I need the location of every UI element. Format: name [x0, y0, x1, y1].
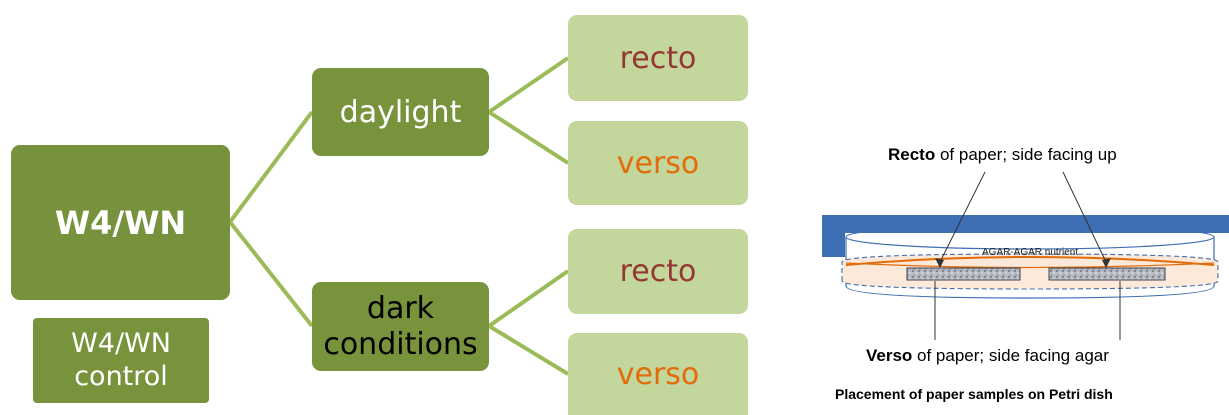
recto-caption-rest: of paper; side facing up [935, 145, 1117, 164]
paper-sample-left [906, 267, 1021, 281]
petri-dish-lid [822, 215, 1229, 257]
root-node-w4wn: W4/WN [11, 145, 230, 300]
agar-surface-line-2 [845, 262, 1215, 269]
recto-arrow-left [939, 171, 986, 263]
agar-label: AGAR-AGAR nutrient [982, 247, 1079, 258]
leaf-label: recto [619, 40, 697, 76]
leaf-daylight-verso: verso [568, 121, 748, 205]
connector-daylight-verso [487, 110, 570, 165]
leaf-label: recto [619, 254, 697, 289]
root-node-label: W4/WN [54, 203, 187, 242]
connector-root-dark [228, 220, 314, 328]
daylight-node-label: daylight [339, 94, 462, 130]
connector-dark-verso [487, 324, 570, 376]
recto-arrowhead-left [935, 258, 944, 268]
agar-surface-line [845, 256, 1215, 266]
verso-caption: Verso of paper; side facing agar [866, 346, 1109, 366]
verso-caption-rest: of paper; side facing agar [912, 346, 1109, 365]
recto-arrow-right [1062, 171, 1107, 263]
petri-dish-body [845, 237, 1215, 299]
daylight-node: daylight [312, 68, 489, 156]
recto-caption-bold: Recto [888, 145, 936, 164]
connector-root-daylight [228, 110, 314, 224]
petri-figure-title: Placement of paper samples on Petri dish [835, 386, 1113, 402]
connector-daylight-recto [487, 56, 570, 114]
recto-caption: Recto of paper; side facing up [888, 145, 1117, 165]
connector-dark-recto [487, 269, 570, 328]
paper-sample-right [1048, 267, 1166, 281]
verso-caption-bold: Verso [866, 346, 913, 365]
leaf-dark-recto: recto [568, 229, 748, 314]
leaf-label: verso [616, 145, 700, 181]
leaf-label: verso [616, 356, 700, 392]
leaf-daylight-recto: recto [568, 15, 748, 101]
recto-arrowhead-right [1102, 258, 1111, 268]
leaf-dark-verso: verso [568, 333, 748, 415]
